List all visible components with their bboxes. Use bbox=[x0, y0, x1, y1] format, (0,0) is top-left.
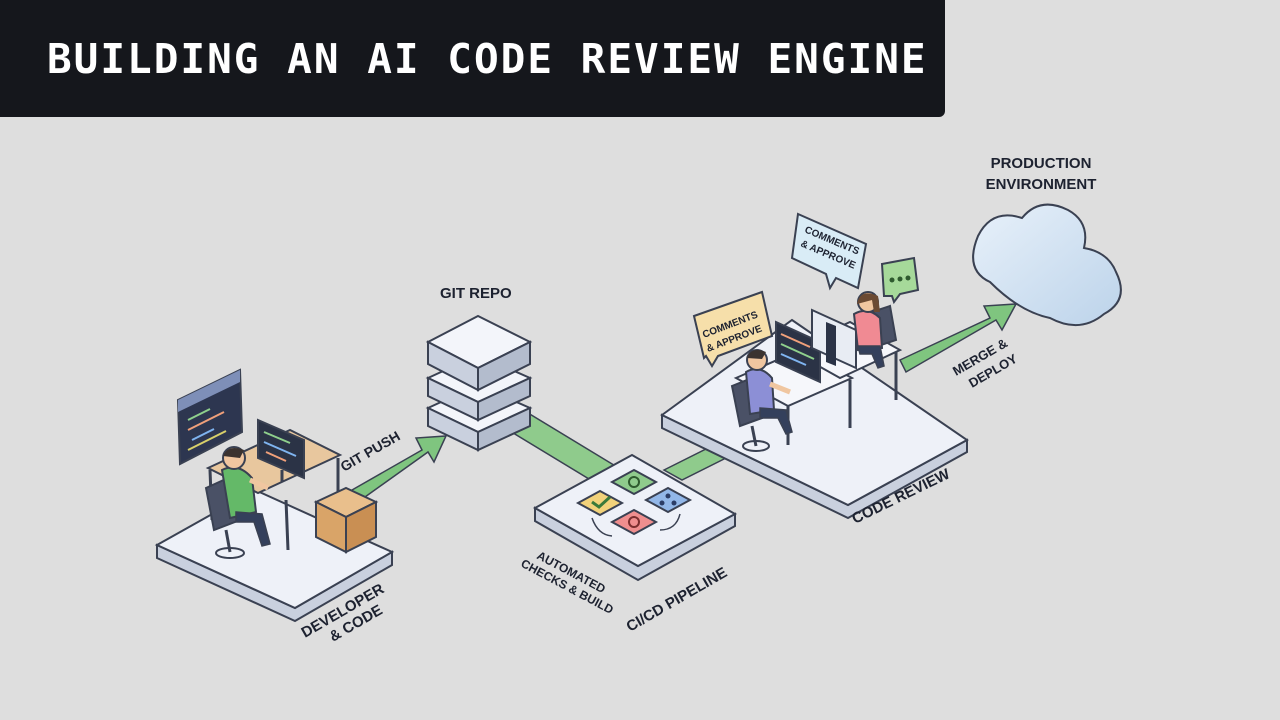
package-box bbox=[313, 486, 379, 554]
label-git-repo: GIT REPO bbox=[440, 285, 512, 302]
comments-approve-bubble-left: COMMENTS & APPROVE bbox=[692, 290, 774, 368]
merge-deploy-arrow bbox=[898, 303, 1018, 374]
title-banner: BUILDING AN AI CODE REVIEW ENGINE bbox=[0, 0, 945, 117]
chat-dots-bubble bbox=[880, 256, 920, 305]
developer-person bbox=[204, 446, 271, 559]
page-title: BUILDING AN AI CODE REVIEW ENGINE bbox=[47, 34, 928, 83]
cloud-icon bbox=[972, 203, 1122, 326]
developer-platform bbox=[154, 368, 395, 623]
cicd-platform bbox=[532, 453, 738, 582]
developer-monitor bbox=[257, 418, 305, 482]
settings-tile bbox=[609, 508, 659, 536]
gear-tile bbox=[609, 468, 659, 496]
flow-tile bbox=[643, 486, 693, 514]
reviewer-monitor bbox=[775, 320, 821, 384]
git-repo-server-stack bbox=[425, 314, 533, 452]
reviewer-2-person bbox=[852, 291, 898, 369]
second-monitor bbox=[811, 308, 857, 370]
git-push-arrow bbox=[351, 435, 448, 504]
reviewer-person bbox=[730, 349, 793, 452]
label-production-line2: ENVIRONMENT bbox=[986, 176, 1097, 193]
label-production-line1: PRODUCTION bbox=[991, 155, 1092, 172]
comments-approve-bubble-top: COMMENTS & APPROVE bbox=[790, 212, 868, 291]
check-tile bbox=[575, 489, 625, 517]
code-review-platform bbox=[660, 291, 969, 520]
server-unit bbox=[425, 314, 533, 392]
code-window-panel bbox=[176, 368, 244, 466]
